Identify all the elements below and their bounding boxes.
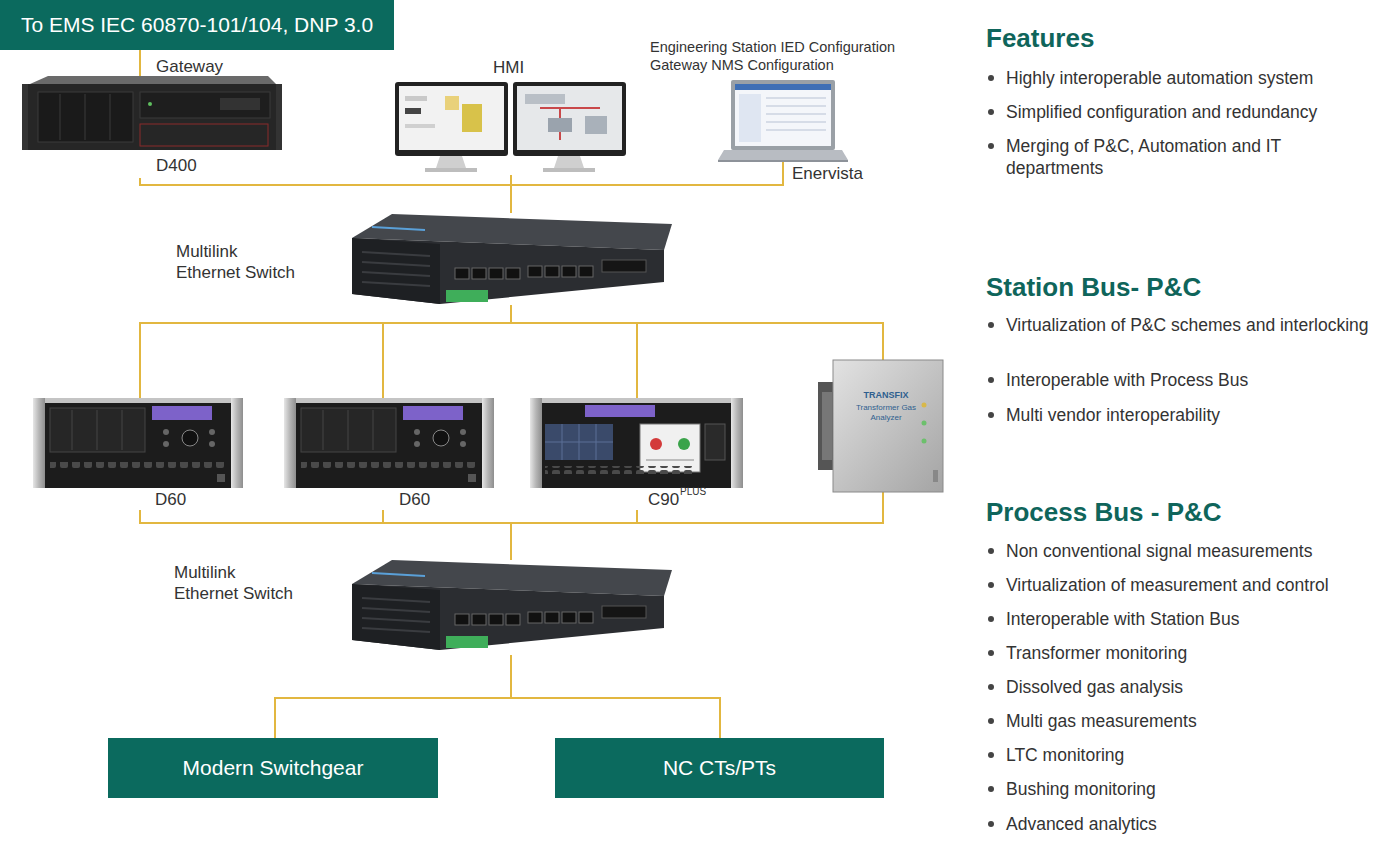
hmi-monitors-art [395,82,626,172]
node-label: D400 [156,155,197,176]
node-label: Modern Switchgear [183,756,364,780]
node-label: PLUS [680,486,706,498]
connector-line [511,305,883,360]
section-heading: Station Bus- P&C [986,272,1201,302]
node-label: To EMS IEC 60870-101/104, DNP 3.0 [21,13,373,37]
relay-ied: D60 [33,398,245,510]
bullet-item: Multi gas measurements [1006,710,1376,732]
connector-line [140,510,511,560]
connector-line [511,492,883,560]
bullet-item: Simplified configuration and redundancy [1006,101,1376,123]
node-label: Transformer Gas Analyzer [851,403,921,423]
process-box: Modern Switchgear [108,738,438,798]
node-label: Engineering Station IED Configuration Ga… [650,38,930,74]
switch-art [352,214,672,304]
bullet-item: Dissolved gas analysis [1006,676,1376,698]
connector-line [511,510,637,560]
gas-analyzer: TRANSFIX Transformer Gas Analyzer [833,360,943,492]
bullet-item: Interoperable with Station Bus [1006,608,1376,630]
connector-line [139,50,141,78]
gateway-device: GatewayD400 [28,78,276,178]
switch-art [352,560,672,650]
bullet-item: Non conventional signal measurements [1006,540,1376,562]
connector-line [383,305,511,398]
ethernet-switch: Multilink Ethernet Switch [350,213,672,305]
node-label: Multilink Ethernet Switch [174,562,299,604]
node-label: NC CTs/PTs [663,756,776,780]
bullet-item: Interoperable with Process Bus [1006,369,1376,391]
node-label: D60 [155,489,186,510]
relay-art [33,398,243,488]
connector-line [511,305,637,398]
controller-ied: C90PLUS [530,398,744,510]
connector-line [140,305,511,398]
engineering-laptop: Engineering Station IED Configuration Ga… [720,80,845,162]
bullet-item: Merging of P&C, Automation and IT depart… [1006,135,1376,179]
node-label: Gateway [156,56,223,77]
bullet-item: Highly interoperable automation system [1006,67,1376,89]
bullet-item: Transformer monitoring [1006,642,1376,664]
node-label: Multilink Ethernet Switch [176,241,301,283]
node-label: D60 [399,489,430,510]
node-label: Enervista [792,163,863,184]
section-heading: Process Bus - P&C [986,497,1222,527]
gas-analyzer-art [818,360,943,492]
engineering-laptop-art [718,80,848,162]
gateway-device-art [22,76,282,150]
connector-line [275,655,511,738]
node-label: TRANSFIX [851,390,921,401]
bullet-item: LTC monitoring [1006,744,1376,766]
section-heading: Features [986,23,1094,53]
bullet-item: Virtualization of measurement and contro… [1006,574,1376,596]
process-box: NC CTs/PTs [555,738,884,798]
connector-line [511,162,783,213]
node-label: C90 [648,489,679,510]
bullet-item: Virtualization of P&C schemes and interl… [1006,314,1376,336]
connector-line [383,510,511,560]
gateway-banner: To EMS IEC 60870-101/104, DNP 3.0 [0,0,394,50]
bullet-item: Multi vendor interoperability [1006,404,1376,426]
ethernet-switch: Multilink Ethernet Switch [350,560,672,655]
connector-line [511,655,720,738]
bullet-item: Bushing monitoring [1006,778,1376,800]
node-label: HMI [493,57,524,78]
hmi-monitors: HMI [395,80,627,175]
relay-ied: D60 [284,398,496,510]
relay-art [284,398,494,488]
connector-line [140,178,511,213]
bullet-item: Advanced analytics [1006,813,1376,835]
controller-art [530,398,743,488]
